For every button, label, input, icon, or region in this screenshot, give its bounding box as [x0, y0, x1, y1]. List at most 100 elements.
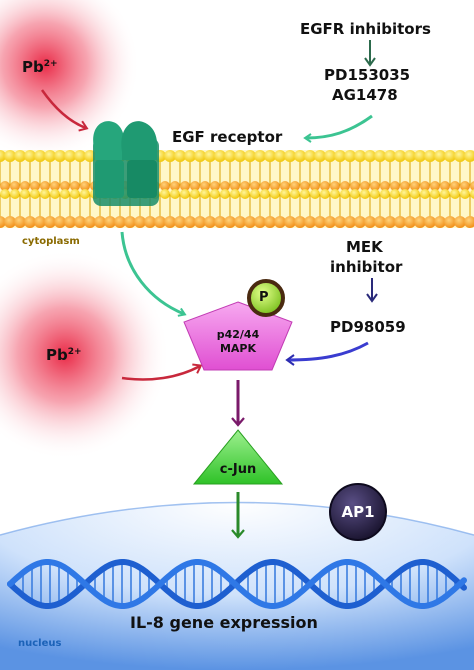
- lipid-head: [160, 181, 170, 191]
- lipid-head: [230, 189, 240, 199]
- lipid-head: [240, 189, 250, 199]
- lipid-head: [60, 189, 70, 199]
- lipid-head: [224, 150, 236, 162]
- lipid-head: [10, 181, 20, 191]
- pb-glow-bottom: [0, 250, 170, 460]
- lipid-head: [430, 181, 440, 191]
- mek-heading-2: inhibitor: [330, 258, 403, 276]
- lipid-head: [370, 181, 380, 191]
- cjun-label: c-Jun: [219, 462, 257, 477]
- lipid-head: [314, 216, 326, 228]
- pb-to-mapk-arrow: [121, 363, 203, 381]
- lipid-head: [444, 216, 456, 228]
- lipid-head: [230, 181, 240, 191]
- lipid-head: [460, 189, 470, 199]
- lipid-head: [370, 189, 380, 199]
- lipid-head: [200, 181, 210, 191]
- lipid-head: [50, 189, 60, 199]
- lipid-head: [160, 189, 170, 199]
- lipid-head: [354, 216, 366, 228]
- pb-to-receptor-arrow: [40, 89, 89, 132]
- lipid-head: [304, 216, 316, 228]
- lipid-head: [400, 181, 410, 191]
- lipid-head: [364, 150, 376, 162]
- lipid-head: [180, 189, 190, 199]
- lipid-head: [294, 150, 306, 162]
- mapk-line-2: MAPK: [219, 342, 257, 355]
- lipid-head: [400, 189, 410, 199]
- lipid-head: [260, 181, 270, 191]
- lipid-head: [260, 189, 270, 199]
- lipid-head: [254, 216, 266, 228]
- lipid-head: [40, 181, 50, 191]
- pb-label-bottom: Pb2+: [46, 346, 82, 364]
- lipid-head: [180, 181, 190, 191]
- lipid-head: [250, 189, 260, 199]
- receptor-to-mapk-arrow: [120, 231, 187, 317]
- pb-symbol: Pb: [22, 58, 44, 76]
- lipid-head: [464, 150, 474, 162]
- lipid-head: [350, 181, 360, 191]
- lipid-head: [70, 189, 80, 199]
- lipid-head: [190, 189, 200, 199]
- lipid-head: [450, 181, 460, 191]
- dna-strand: [7, 559, 467, 609]
- mek-drug: PD98059: [330, 318, 406, 336]
- egfr-drug-1: PD153035: [324, 66, 411, 84]
- lipid-head: [404, 150, 416, 162]
- lipid-head: [434, 216, 446, 228]
- pb-label-top: Pb2+: [22, 58, 58, 76]
- lipid-head: [204, 150, 216, 162]
- lipid-head: [0, 216, 6, 228]
- lipid-head: [84, 216, 96, 228]
- lipid-head: [354, 150, 366, 162]
- pb-charge: 2+: [43, 59, 58, 69]
- lipid-head: [420, 189, 430, 199]
- lipid-head: [0, 181, 10, 191]
- lipid-head: [380, 181, 390, 191]
- lipid-head: [250, 181, 260, 191]
- lipid-head: [344, 216, 356, 228]
- lipid-head: [24, 150, 36, 162]
- lipid-head: [170, 181, 180, 191]
- cell-membrane: [0, 150, 474, 228]
- lipid-head: [0, 150, 6, 162]
- lipid-head: [394, 150, 406, 162]
- lipid-head: [14, 216, 26, 228]
- outcome-label: IL-8 gene expression: [130, 613, 318, 632]
- lipid-head: [264, 216, 276, 228]
- lipid-head: [234, 150, 246, 162]
- lipid-head: [134, 216, 146, 228]
- lipid-head: [294, 216, 306, 228]
- lipid-head: [440, 189, 450, 199]
- lipid-head: [340, 189, 350, 199]
- lipid-head: [434, 150, 446, 162]
- lipid-head: [314, 150, 326, 162]
- lipid-head: [50, 181, 60, 191]
- lipid-head: [80, 189, 90, 199]
- lipid-head: [270, 181, 280, 191]
- lipid-head: [274, 216, 286, 228]
- lipid-head: [224, 216, 236, 228]
- mek-heading-1: MEK: [346, 238, 383, 256]
- lipid-head: [304, 150, 316, 162]
- lipid-head: [280, 189, 290, 199]
- lipid-head: [104, 216, 116, 228]
- lipid-head: [220, 181, 230, 191]
- lipid-head: [394, 216, 406, 228]
- lipid-head: [274, 150, 286, 162]
- lipid-head: [310, 189, 320, 199]
- lipid-head: [34, 150, 46, 162]
- egfr-inhibitor-to-receptor-arrow: [303, 114, 373, 143]
- lipid-head: [254, 150, 266, 162]
- lipid-head: [284, 150, 296, 162]
- lipid-head: [74, 150, 86, 162]
- lipid-head: [114, 216, 126, 228]
- lipid-head: [174, 216, 186, 228]
- lipid-head: [410, 181, 420, 191]
- pb-glow-top: [0, 0, 140, 160]
- lipid-head: [310, 181, 320, 191]
- lipid-head: [164, 216, 176, 228]
- lipid-head: [320, 181, 330, 191]
